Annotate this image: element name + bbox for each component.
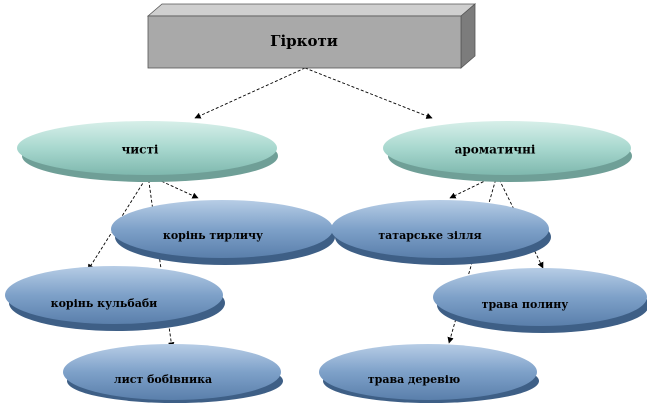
child-1-1-label: корінь тирличу <box>163 229 263 242</box>
child-2-3-label: трава деревію <box>368 373 460 386</box>
group-2-label: ароматичні <box>455 143 536 157</box>
child-2-1-label: татарське зілля <box>378 229 481 242</box>
child-node-2-1: татарське зілля <box>331 200 551 265</box>
child-1-3-label: лист бобівника <box>114 373 212 386</box>
child-1-1-ellipse <box>111 200 333 258</box>
group-1-label: чисті <box>122 143 159 157</box>
child-node-2-2: трава полину <box>433 268 647 333</box>
root-node: Гіркоти <box>146 3 477 69</box>
child-1-3-ellipse <box>63 344 281 400</box>
child-1-2-ellipse <box>5 266 223 324</box>
child-node-1-3: лист бобівника <box>63 344 283 403</box>
arrow-root-to-group-2 <box>304 67 433 119</box>
group-1-ellipse <box>17 121 277 175</box>
child-2-2-label: трава полину <box>482 298 569 311</box>
child-2-1-ellipse <box>331 200 549 258</box>
child-node-1-2: корінь кульбаби <box>5 266 225 331</box>
group-node-1: чисті <box>17 121 278 182</box>
child-node-1-1: корінь тирличу <box>111 200 335 265</box>
child-1-2-label: корінь кульбаби <box>51 297 158 310</box>
child-node-2-3: трава деревію <box>319 344 539 403</box>
group-2-ellipse <box>383 121 631 175</box>
root-box-top <box>146 3 477 17</box>
child-2-2-ellipse <box>433 268 647 326</box>
arrow-group-1-child-1 <box>147 174 199 199</box>
root-label: Гіркоти <box>270 32 338 50</box>
root-box-front <box>147 15 462 69</box>
arrow-group-2-child-1 <box>449 174 498 199</box>
arrow-root-to-group-1 <box>194 67 306 119</box>
child-2-3-ellipse <box>319 344 537 400</box>
group-node-2: ароматичні <box>383 121 632 182</box>
